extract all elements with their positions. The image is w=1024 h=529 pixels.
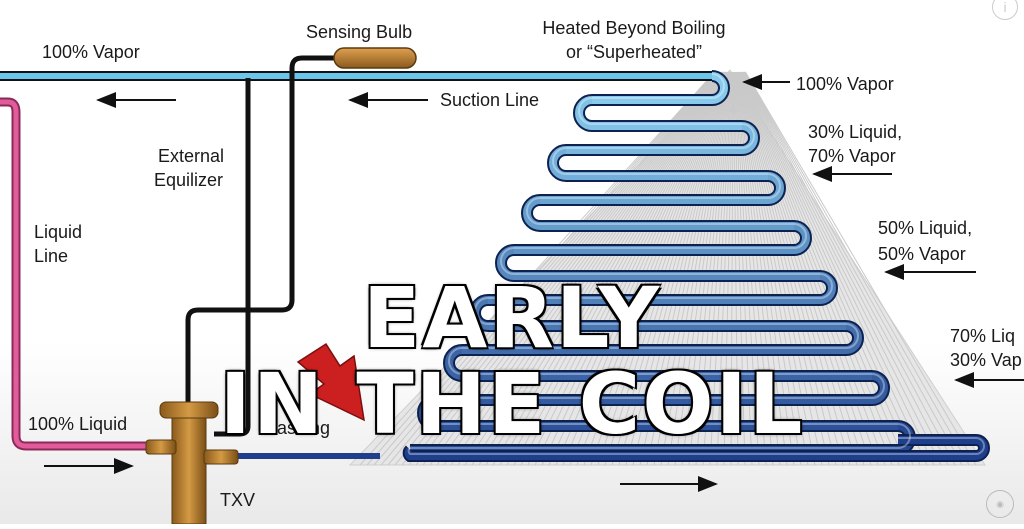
label-line: Line — [34, 246, 69, 266]
coil-inlet-run — [404, 436, 988, 460]
coil-highlight — [845, 323, 859, 349]
flashing-red-arrow — [296, 342, 365, 422]
fin-line — [742, 71, 928, 466]
coil-highlight — [897, 423, 911, 449]
label-70-liquid: 70% Liq — [950, 326, 1016, 346]
evaporator-coil — [402, 70, 990, 462]
info-icon[interactable]: i — [992, 0, 1018, 20]
label-30-liquid: 30% Liquid, — [808, 122, 903, 142]
fin-line — [743, 71, 949, 466]
label-external: External — [158, 146, 225, 166]
label-txv: TXV — [220, 490, 256, 510]
sensing-bulb — [333, 47, 417, 69]
coil-bend — [845, 322, 862, 354]
fin-line — [743, 71, 956, 466]
external-equalizer-line — [214, 78, 251, 437]
fin-line — [744, 71, 970, 466]
coil-highlight — [422, 397, 437, 425]
coil-bend — [871, 372, 888, 404]
label-equilizer: Equilizer — [154, 170, 224, 190]
coil-bend — [741, 122, 758, 154]
coil-bend — [523, 196, 541, 230]
coil-highlight — [552, 147, 567, 175]
label-vapor-right: 100% Vapor — [796, 74, 894, 94]
fin-line — [359, 71, 716, 466]
label-70-vapor: 70% Vapor — [808, 146, 896, 166]
coil-bend — [711, 72, 728, 104]
fin-line — [744, 71, 963, 466]
label-vapor-top-left: 100% Vapor — [42, 42, 140, 62]
coil-highlight — [500, 247, 515, 275]
coil-bend — [575, 96, 593, 130]
fin-line — [742, 71, 935, 466]
coil-highlight — [448, 347, 463, 375]
coil-highlight — [793, 223, 807, 249]
fin-line — [745, 71, 977, 466]
fin-line — [743, 71, 942, 466]
channel-watermark-logo: ◉ — [986, 490, 1014, 518]
coil-bend — [419, 396, 437, 430]
coil-highlight — [526, 197, 541, 225]
coil-highlight — [578, 97, 593, 125]
coil-fins — [348, 69, 986, 466]
overlay-early: EARLY — [362, 269, 662, 367]
coil-bend — [471, 296, 489, 330]
coil-bend — [497, 246, 515, 280]
label-sensing-bulb: Sensing Bulb — [306, 22, 413, 42]
coil-highlight — [711, 73, 725, 99]
fin-line — [742, 71, 921, 466]
capillary-tube — [185, 55, 340, 410]
label-heated-line1: Heated Beyond Boiling — [542, 18, 726, 38]
coil-bend — [445, 346, 463, 380]
coil-bend — [793, 222, 810, 254]
label-30-vapor: 30% Vap — [950, 350, 1022, 370]
coil-bend — [767, 172, 784, 204]
label-100-liquid: 100% Liquid — [28, 414, 128, 434]
label-50-vapor: 50% Vapor — [878, 244, 966, 264]
label-heated-line2: or “Superheated” — [565, 42, 703, 62]
coil-highlight — [819, 273, 833, 299]
coil-bend — [819, 272, 836, 304]
coil-highlight — [474, 297, 489, 325]
coil-highlight — [767, 173, 781, 199]
coil-highlight — [741, 123, 755, 149]
coil-highlight — [407, 437, 985, 455]
txv-valve — [145, 401, 239, 525]
label-suction-line: Suction Line — [440, 90, 540, 110]
coil-bend — [549, 146, 567, 180]
coil-highlight — [871, 373, 885, 399]
label-50-liquid: 50% Liquid, — [878, 218, 973, 238]
label-liquid: Liquid — [34, 222, 83, 242]
overlay-in-the-coil: IN THE COIL — [219, 355, 805, 453]
label-flashing: Flashing — [262, 418, 331, 438]
